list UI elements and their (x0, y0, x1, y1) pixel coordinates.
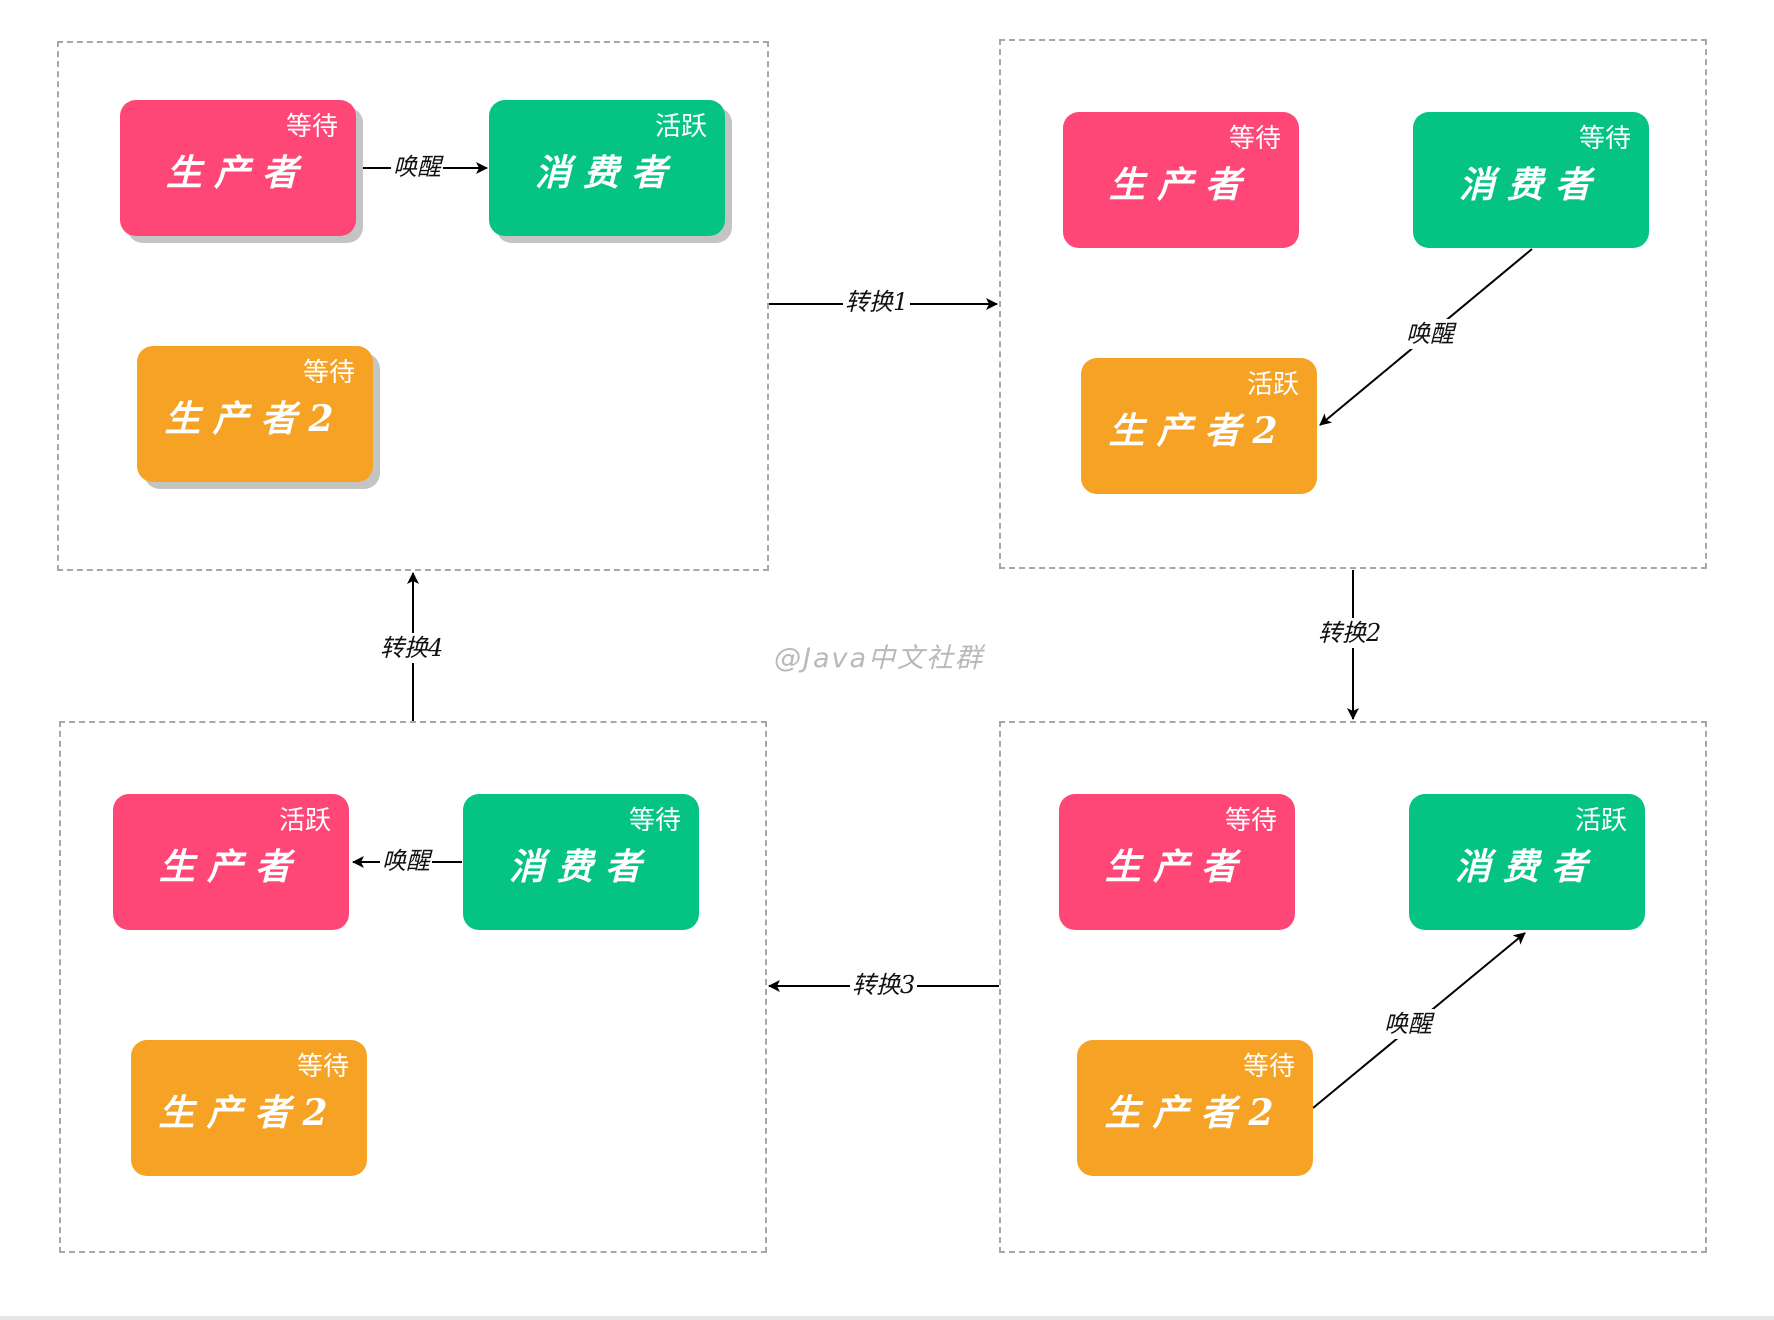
p2-producer-label: 生产者 (1108, 164, 1253, 206)
p1-consumer-label: 消费者 (534, 152, 679, 194)
transition-4-label: 转换4 (378, 633, 446, 663)
p2-consumer-state: 等待 (1578, 124, 1631, 154)
transition-1-label: 转换1 (843, 287, 911, 317)
p4-consumer-node: 等待 消费者 (463, 794, 699, 930)
p3-producer-state: 等待 (1224, 806, 1277, 836)
p4-wake-label: 唤醒 (380, 846, 432, 876)
p3-producer2-state: 等待 (1242, 1052, 1295, 1082)
p2-producer-node: 等待 生产者 (1063, 112, 1299, 248)
panel-4 (59, 721, 767, 1253)
p4-producer2-node: 等待 生产者2 (131, 1040, 367, 1176)
transition-2-label: 转换2 (1316, 618, 1384, 648)
panel-2 (999, 39, 1707, 569)
transition-3-label: 转换3 (850, 970, 918, 1000)
p1-producer2-label: 生产者2 (164, 398, 346, 440)
p1-producer2-state: 等待 (302, 358, 355, 388)
p4-producer-state: 活跃 (278, 806, 331, 836)
p1-producer-state: 等待 (285, 112, 338, 142)
p4-producer-node: 活跃 生产者 (113, 794, 349, 930)
p1-wake-label: 唤醒 (391, 152, 443, 182)
watermark: @Java中文社群 (774, 643, 985, 674)
p1-producer2-node: 等待 生产者2 (137, 346, 373, 482)
p3-consumer-node: 活跃 消费者 (1409, 794, 1645, 930)
p2-consumer-label: 消费者 (1458, 164, 1603, 206)
p4-producer-label: 生产者 (158, 846, 303, 888)
p3-producer-label: 生产者 (1104, 846, 1249, 888)
p1-producer-label: 生产者 (165, 152, 310, 194)
p3-consumer-state: 活跃 (1574, 806, 1627, 836)
p1-producer-node: 等待 生产者 (120, 100, 356, 236)
p4-producer2-label: 生产者2 (158, 1092, 340, 1134)
bottom-rule (0, 1316, 1774, 1320)
p2-wake-label: 唤醒 (1404, 319, 1456, 349)
panel-3 (999, 721, 1707, 1253)
p2-producer-state: 等待 (1228, 124, 1281, 154)
p3-producer2-label: 生产者2 (1104, 1092, 1286, 1134)
p3-producer-node: 等待 生产者 (1059, 794, 1295, 930)
p2-producer2-node: 活跃 生产者2 (1081, 358, 1317, 494)
p3-wake-label: 唤醒 (1382, 1009, 1434, 1039)
p1-consumer-node: 活跃 消费者 (489, 100, 725, 236)
p4-producer2-state: 等待 (296, 1052, 349, 1082)
p2-consumer-node: 等待 消费者 (1413, 112, 1649, 248)
p1-consumer-state: 活跃 (654, 112, 707, 142)
p3-producer2-node: 等待 生产者2 (1077, 1040, 1313, 1176)
p4-consumer-label: 消费者 (508, 846, 653, 888)
panel-1 (57, 41, 769, 571)
p2-producer2-label: 生产者2 (1108, 410, 1290, 452)
p2-producer2-state: 活跃 (1246, 370, 1299, 400)
p3-consumer-label: 消费者 (1454, 846, 1599, 888)
p4-consumer-state: 等待 (628, 806, 681, 836)
